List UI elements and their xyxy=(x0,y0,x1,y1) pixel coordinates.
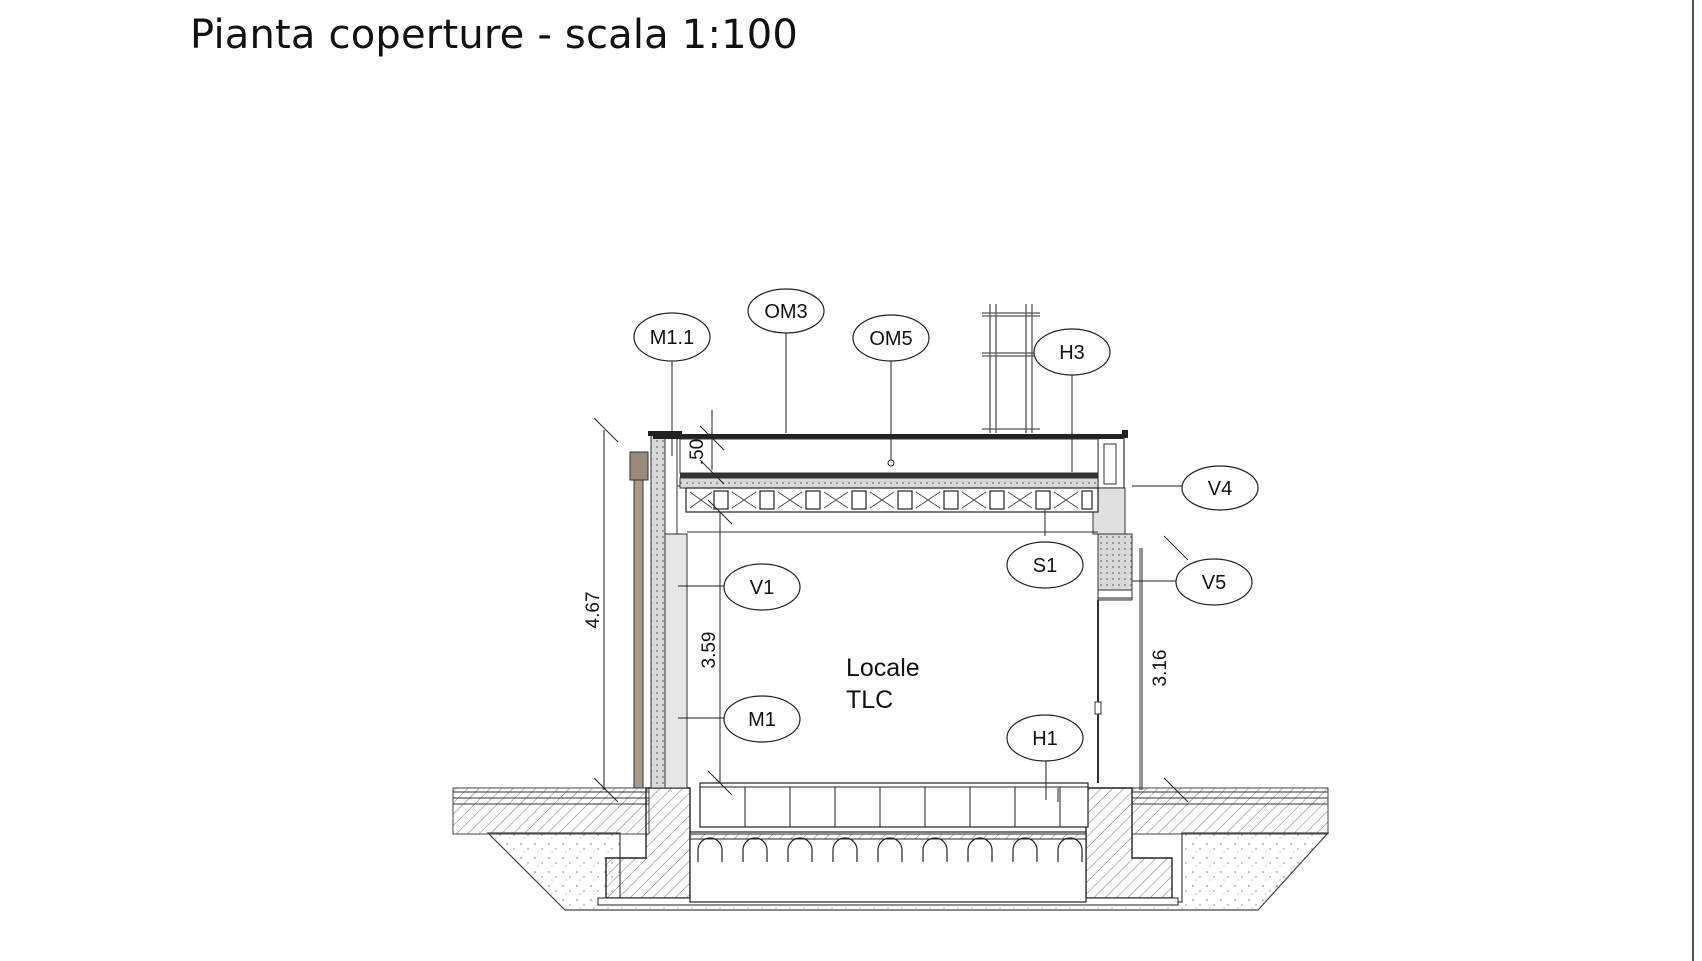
tag-om3-label: OM3 xyxy=(764,301,807,323)
dim-parapet: .50 xyxy=(687,439,708,465)
tag-h1-label: H1 xyxy=(1032,728,1058,750)
tag-om5: OM5 xyxy=(852,314,930,362)
ground-layer-right xyxy=(1131,787,1329,835)
lintel-insulation xyxy=(1097,533,1133,601)
page-title: Pianta coperture - scala 1:100 xyxy=(190,12,799,58)
tag-v5: V5 xyxy=(1175,558,1253,606)
tag-h3: H3 xyxy=(1033,328,1111,376)
tag-om3: OM3 xyxy=(747,288,825,334)
antenna-mast xyxy=(982,304,1040,433)
tag-m1: M1 xyxy=(723,695,801,743)
wall-insulation xyxy=(650,433,666,789)
ground xyxy=(452,787,1330,911)
roof xyxy=(653,434,1123,533)
tag-h1: H1 xyxy=(1006,714,1084,762)
wall-core xyxy=(664,533,688,789)
roof-edge xyxy=(653,434,1123,439)
dimension-lines xyxy=(593,410,1189,803)
tag-m1-label: M1 xyxy=(748,709,776,731)
tag-om5-label: OM5 xyxy=(869,328,912,350)
tag-m1-1-label: M1.1 xyxy=(650,327,694,349)
roof-insulation xyxy=(679,477,1099,489)
tag-v5-label: V5 xyxy=(1202,572,1226,594)
tag-v4-label: V4 xyxy=(1208,478,1232,500)
leader-lines xyxy=(671,331,1182,802)
frame-border xyxy=(1692,0,1694,961)
dim-opening-height: 3.16 xyxy=(1150,650,1171,687)
crawl-space xyxy=(689,831,1087,903)
cladding-panel xyxy=(633,475,644,789)
foundation xyxy=(597,782,1179,906)
tag-v1-label: V1 xyxy=(750,577,774,599)
room-label-line1: Locale xyxy=(846,654,920,682)
roof-membrane xyxy=(680,473,1098,478)
tag-h3-label: H3 xyxy=(1059,342,1085,364)
tag-s1-label: S1 xyxy=(1033,555,1057,577)
raised-floor xyxy=(699,782,1089,828)
tag-s1: S1 xyxy=(1006,541,1084,589)
left-wall xyxy=(629,431,688,789)
ground-layer-left xyxy=(452,787,650,835)
tag-v4: V4 xyxy=(1181,465,1259,511)
roof-joists xyxy=(713,490,1093,510)
tag-v1: V1 xyxy=(723,563,801,611)
roof-deck xyxy=(685,487,1099,513)
tag-m1-1: M1.1 xyxy=(633,312,711,362)
right-wall xyxy=(1092,430,1141,790)
room-label-line2: TLC xyxy=(846,686,893,714)
dim-total-height: 4.67 xyxy=(583,592,604,629)
dim-interior-height: 3.59 xyxy=(699,632,720,669)
